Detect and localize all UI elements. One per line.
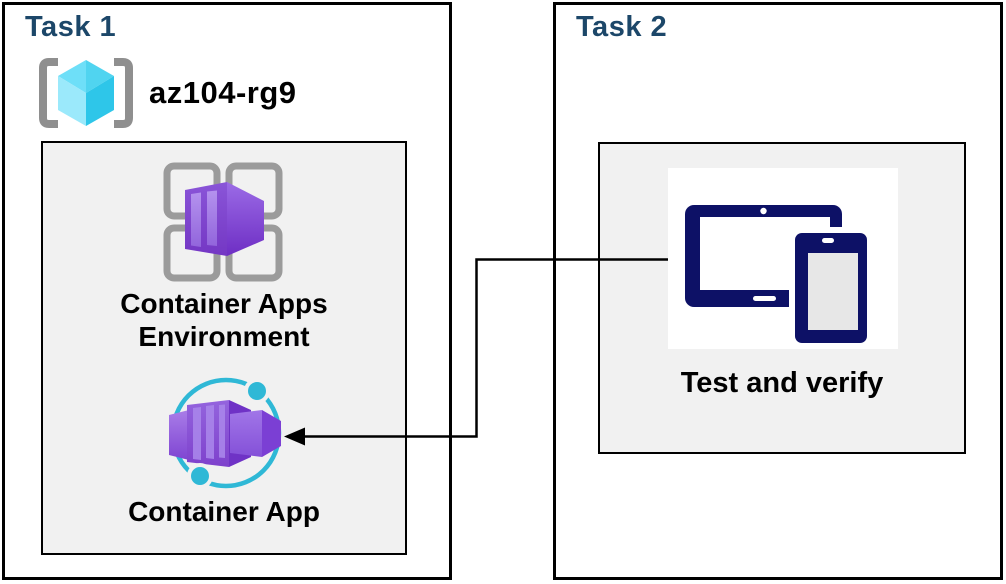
orbit-node-bottom (187, 463, 213, 489)
task1-inner-box: Container Apps Environment (41, 141, 407, 555)
container-cube (185, 182, 264, 256)
bracket-left (39, 58, 58, 128)
task2-box: Task 2 T (553, 2, 1003, 580)
task2-title: Task 2 (576, 11, 668, 43)
test-devices-icon (685, 205, 873, 349)
test-and-verify-label: Test and verify (680, 367, 884, 399)
container-app-icon (169, 377, 282, 489)
container-apps-environment-icon (163, 162, 283, 282)
container-boxes (169, 400, 281, 467)
task1-box: Task 1 az104-rg9 (2, 2, 452, 580)
orbit-node-top (244, 378, 270, 404)
bracket-right (114, 58, 133, 128)
task2-inner-box: Test and verify (598, 142, 966, 454)
phone-icon (789, 227, 873, 349)
resource-group-name: az104-rg9 (149, 75, 297, 110)
resource-group-icon (39, 58, 133, 128)
container-apps-environment-label: Container Apps Environment (120, 288, 328, 352)
task1-title: Task 1 (25, 11, 117, 43)
container-app-label: Container App (128, 496, 320, 527)
devices-icon-plate (668, 168, 898, 349)
resource-group-row: az104-rg9 (38, 57, 297, 129)
